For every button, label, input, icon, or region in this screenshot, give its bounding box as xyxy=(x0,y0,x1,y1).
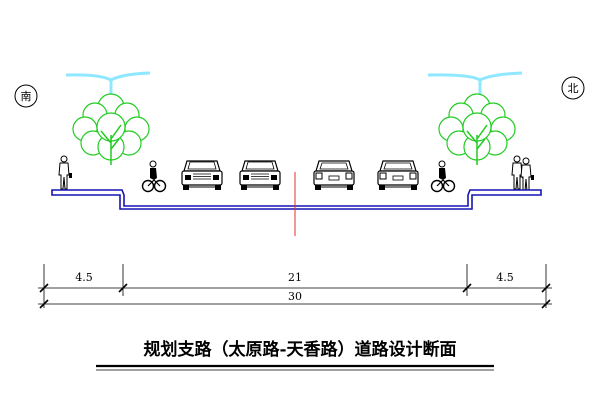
compass-north-marker: 北 xyxy=(561,76,585,100)
car-rear-icon xyxy=(313,160,355,191)
compass-south-label: 南 xyxy=(21,90,32,103)
compass-north-label: 北 xyxy=(568,82,579,95)
dimension-total: 30 xyxy=(288,290,302,303)
car-front-icon xyxy=(239,160,281,191)
pedestrian-icon xyxy=(520,157,535,192)
dimension-lines xyxy=(38,264,552,309)
dimension-roadway: 21 xyxy=(288,271,302,284)
road-profile-outline xyxy=(51,189,542,210)
tree-icon xyxy=(438,93,516,166)
drawing-title: 规划支路（太原路-天香路）道路设计断面 xyxy=(143,339,456,360)
pedestrian-icon xyxy=(58,155,73,190)
dimension-sidewalk-right: 4.5 xyxy=(496,271,514,284)
compass-south-marker: 南 xyxy=(14,84,38,108)
car-rear-icon xyxy=(377,160,419,191)
cyclist-icon xyxy=(141,160,167,193)
cyclist-icon xyxy=(430,160,456,193)
tree-icon xyxy=(72,93,150,166)
car-front-icon xyxy=(181,160,223,191)
title-underline xyxy=(96,364,494,371)
dimension-sidewalk-left: 4.5 xyxy=(75,271,93,284)
